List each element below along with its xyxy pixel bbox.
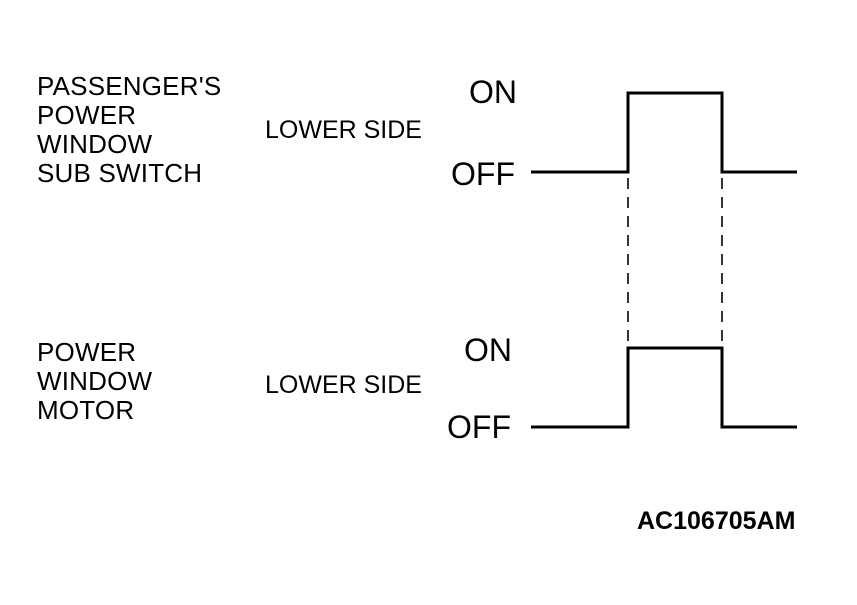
motor-name-line: POWER [37,337,137,367]
switch-name-line: SUB SWITCH [37,158,203,188]
motor-off-label: OFF [447,409,511,445]
switch-signal-name: PASSENGER'S POWER WINDOW SUB SWITCH [37,72,221,188]
motor-name-line: WINDOW [37,366,153,396]
switch-name-line: PASSENGER'S [37,71,222,101]
motor-signal-name: POWER WINDOW MOTOR [37,338,152,425]
switch-name-line: POWER [37,100,137,130]
figure-code: AC106705AM [637,507,796,535]
motor-side-label: LOWER SIDE [265,371,422,399]
motor-waveform [531,346,797,429]
switch-side-label: LOWER SIDE [265,116,422,144]
switch-waveform [531,91,797,174]
switch-on-label: ON [469,74,517,110]
motor-on-label: ON [464,332,512,368]
switch-off-label: OFF [451,156,515,192]
switch-name-line: WINDOW [37,129,153,159]
motor-name-line: MOTOR [37,395,135,425]
